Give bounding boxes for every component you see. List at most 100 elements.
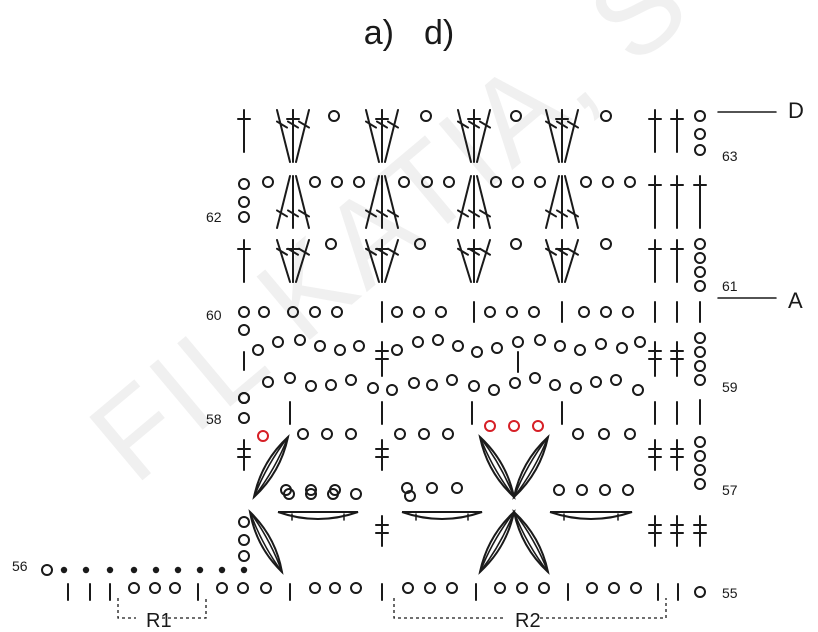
fan-stitch-bar (457, 209, 469, 218)
chain-stitch (238, 392, 250, 404)
chain-stitch (512, 176, 524, 188)
leaf-vein (513, 436, 549, 498)
chain-stitch (532, 420, 544, 432)
leaf-vein (513, 436, 549, 498)
leaf-puff (512, 509, 550, 575)
leaf-vein (249, 511, 283, 573)
fan-stitch-bar (365, 247, 377, 256)
fan-stitch (564, 175, 579, 229)
chain-stitch (694, 436, 706, 448)
fan-stitch (295, 239, 310, 283)
diagram-heading: a)d) (0, 14, 818, 53)
fan-stitch-bar (457, 247, 469, 256)
fan-stitch-bar (376, 120, 388, 129)
fan-stitch-bar (298, 247, 310, 256)
chain-stitch (309, 582, 321, 594)
chain-stitch (350, 488, 362, 500)
marker-a: A (788, 288, 803, 313)
chain-stitch (534, 176, 546, 188)
row-number-62: 62 (206, 209, 222, 225)
fan-stitch (276, 175, 291, 229)
fan-stitch-bar (387, 209, 399, 218)
chain-stitch (421, 176, 433, 188)
fan-stitch-bar (567, 209, 579, 218)
chain-stitch (402, 582, 414, 594)
chain-stitch (610, 374, 622, 386)
row-number-55: 55 (722, 585, 738, 601)
chain-stitch (512, 336, 524, 348)
leaf-puff (478, 509, 516, 575)
chain-stitch (258, 306, 270, 318)
repeat-label-r2: R2 (515, 610, 541, 632)
fan-stitch (276, 109, 291, 163)
chain-stitch (534, 334, 546, 346)
chain-stitch (484, 306, 496, 318)
chain-stitch (446, 582, 458, 594)
chain-stitch (484, 420, 496, 432)
chain-stitch (553, 484, 565, 496)
chain-stitch (321, 428, 333, 440)
chain-stitch (595, 338, 607, 350)
bowl-stitch (401, 511, 483, 520)
fan-stitch (457, 109, 472, 163)
chain-stitch (491, 342, 503, 354)
chain-stitch (694, 360, 706, 372)
slip-stitch (106, 566, 114, 574)
chain-stitch (488, 384, 500, 396)
chain-stitch (413, 306, 425, 318)
chain-stitch (238, 534, 250, 546)
chain-stitch (446, 374, 458, 386)
slip-stitch (196, 566, 204, 574)
chain-stitch (260, 582, 272, 594)
chain-stitch (598, 428, 610, 440)
fan-stitch (365, 175, 380, 229)
chain-stitch (128, 582, 140, 594)
chain-stitch (412, 336, 424, 348)
chain-stitch (238, 324, 250, 336)
chain-stitch (287, 306, 299, 318)
row-number-58: 58 (206, 411, 222, 427)
repeat-bracket-r1 (117, 598, 207, 619)
chain-stitch (468, 380, 480, 392)
row-number-63: 63 (722, 148, 738, 164)
chain-stitch (305, 380, 317, 392)
chain-stitch (272, 336, 284, 348)
chain-stitch (216, 582, 228, 594)
chain-stitch (149, 582, 161, 594)
chain-stitch (426, 482, 438, 494)
chain-stitch (622, 484, 634, 496)
slip-stitch (152, 566, 160, 574)
chain-stitch (329, 582, 341, 594)
fan-stitch-bar (545, 247, 557, 256)
chain-stitch (554, 340, 566, 352)
chain-stitch (350, 582, 362, 594)
fan-stitch-bar (479, 247, 491, 256)
chain-stitch (529, 372, 541, 384)
fan-stitch-bar (276, 120, 288, 129)
slip-stitch (218, 566, 226, 574)
slip-stitch (82, 566, 90, 574)
fan-stitch-bar (276, 247, 288, 256)
chain-stitch (404, 490, 416, 502)
chain-stitch (309, 306, 321, 318)
chain-stitch (538, 582, 550, 594)
row-number-57: 57 (722, 482, 738, 498)
chain-stitch (329, 484, 341, 496)
chain-stitch (694, 252, 706, 264)
chain-stitch (331, 176, 343, 188)
chain-stitch (490, 176, 502, 188)
fan-stitch-bar (387, 120, 399, 129)
chain-stitch (309, 176, 321, 188)
fan-stitch-bar (556, 209, 568, 218)
fan-stitch-bar (545, 209, 557, 218)
chain-stitch (694, 110, 706, 122)
leaf-puff (478, 434, 516, 500)
fan-stitch-bar (468, 120, 480, 129)
fan-stitch-bar (567, 120, 579, 129)
fan-stitch (384, 175, 399, 229)
chain-stitch (634, 336, 646, 348)
chain-stitch (391, 306, 403, 318)
leaf-vein (253, 436, 289, 498)
fan-stitch (295, 175, 310, 229)
chain-stitch (516, 582, 528, 594)
